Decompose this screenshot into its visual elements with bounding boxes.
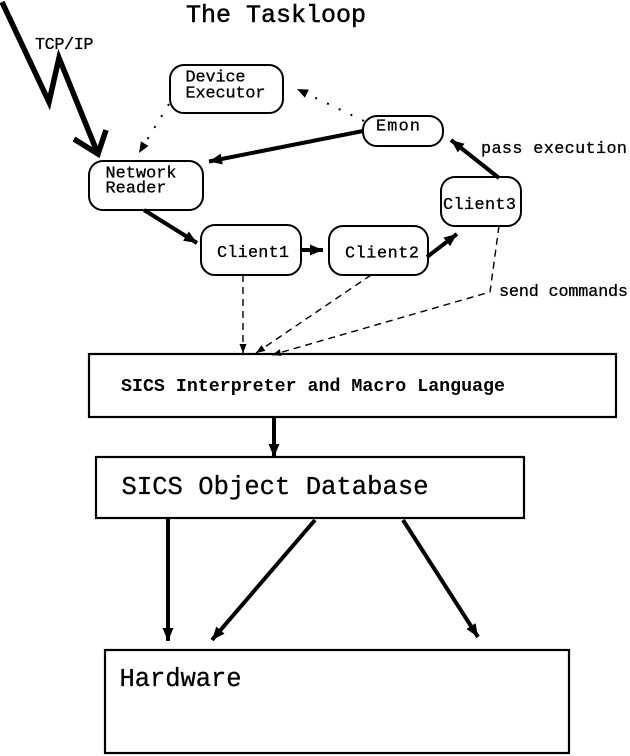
svg-text:Network: Network	[106, 165, 177, 184]
svg-text:pass execution: pass execution	[481, 140, 627, 159]
svg-text:SICS Interpreter and Macro Lan: SICS Interpreter and Macro Language	[121, 377, 505, 397]
svg-text:Reader: Reader	[106, 180, 167, 199]
svg-text:Executor: Executor	[186, 85, 266, 104]
svg-text:Emon: Emon	[376, 118, 420, 137]
svg-text:Client1: Client1	[217, 244, 289, 263]
svg-text:Device: Device	[186, 69, 246, 88]
svg-text:Client3: Client3	[443, 196, 516, 215]
svg-text:Client2: Client2	[345, 245, 419, 264]
svg-text:TCP/IP: TCP/IP	[35, 36, 94, 55]
svg-text:The Taskloop: The Taskloop	[186, 1, 366, 30]
svg-text:SICS Object Database: SICS Object Database	[122, 473, 429, 502]
svg-text:Hardware: Hardware	[120, 665, 242, 694]
svg-text:send commands: send commands	[499, 283, 628, 302]
